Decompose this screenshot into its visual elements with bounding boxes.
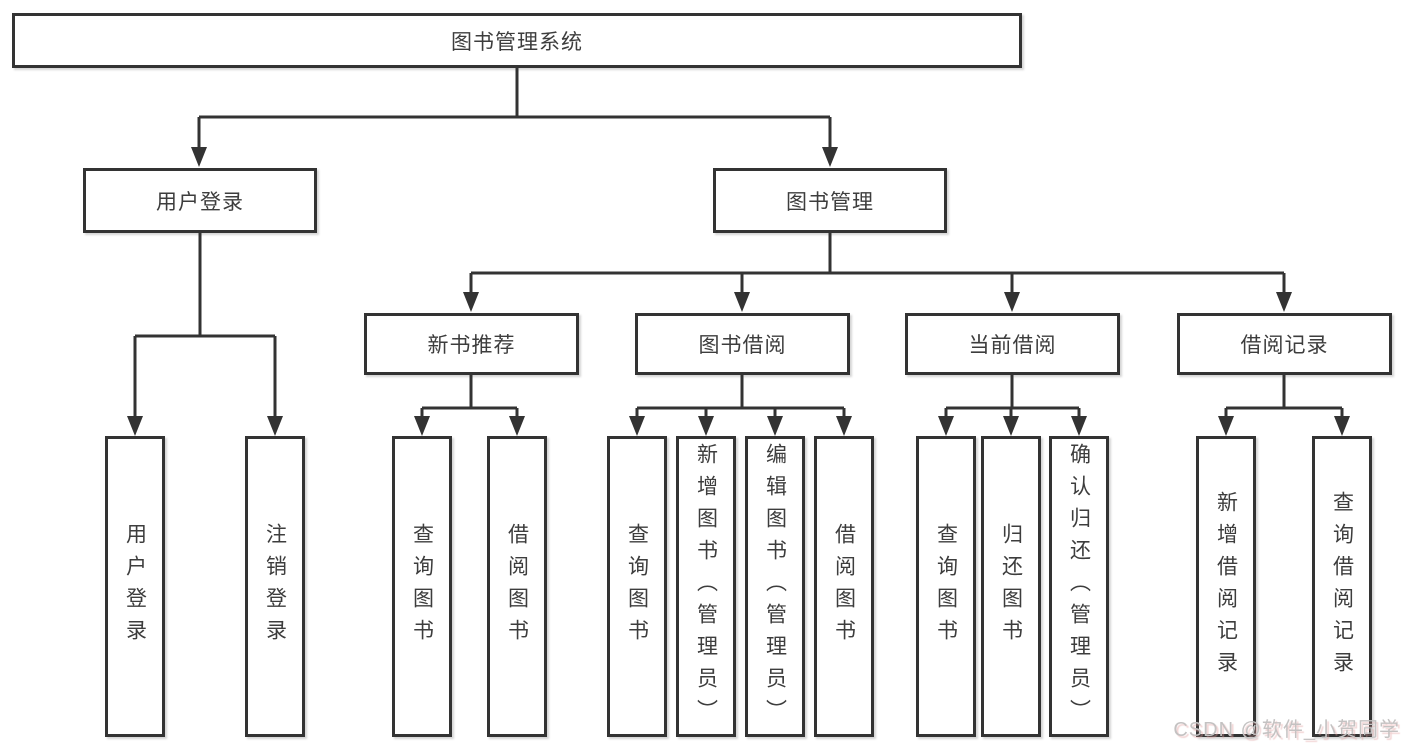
leaf-label: 借阅图书: [832, 522, 856, 651]
node-label: 图书借阅: [698, 334, 787, 357]
leaf-label: 归还图书: [999, 522, 1023, 651]
connector-new-books-group: [414, 375, 525, 436]
node-book-borrowing: 图书借阅: [635, 313, 850, 375]
leaf-user-login: 用户登录: [105, 436, 165, 737]
leaf-edit-book-admin: 编辑图书（管理员）: [745, 436, 805, 737]
node-label: 用户登录: [156, 190, 244, 214]
leaf-label: 编辑图书（管理员）: [763, 442, 787, 731]
connector-current-borrow-group: [938, 375, 1087, 436]
connector-mgmt-to-sections: [463, 233, 1292, 312]
leaf-label: 新增借阅记录: [1214, 490, 1238, 683]
leaf-add-book-admin: 新增图书（管理员）: [676, 436, 736, 737]
csdn-watermark: CSDN @软件_小贺同学: [1173, 719, 1400, 741]
node-label: 当前借阅: [968, 334, 1057, 357]
leaf-label: 用户登录: [123, 522, 147, 651]
leaf-label: 新增图书（管理员）: [694, 442, 718, 731]
connector-borrow-records-group: [1218, 375, 1350, 436]
leaf-confirm-return-admin: 确认归还（管理员）: [1049, 436, 1109, 737]
node-label: 借阅记录: [1240, 334, 1329, 357]
leaf-label: 查询图书: [934, 522, 958, 651]
leaf-return-books: 归还图书: [981, 436, 1041, 737]
leaf-label: 确认归还（管理员）: [1067, 442, 1091, 731]
node-user-login: 用户登录: [83, 168, 317, 233]
node-new-book-recommendation: 新书推荐: [364, 313, 579, 375]
leaf-logout: 注销登录: [245, 436, 305, 737]
node-label: 图书管理: [786, 190, 874, 214]
leaf-label: 查询图书: [410, 522, 434, 651]
node-label: 新书推荐: [427, 334, 516, 357]
leaf-label: 查询图书: [625, 522, 649, 651]
leaf-query-books: 查询图书: [607, 436, 667, 737]
node-label: 图书管理系统: [451, 30, 583, 54]
connector-user-login-group: [127, 233, 283, 436]
leaf-label: 借阅图书: [505, 522, 529, 651]
connector-book-borrow-group: [629, 375, 852, 436]
leaf-label: 注销登录: [263, 522, 287, 651]
leaf-label: 查询借阅记录: [1330, 490, 1354, 683]
node-book-management: 图书管理: [713, 168, 947, 233]
node-library-management-system: 图书管理系统: [12, 13, 1022, 68]
leaf-query-books: 查询图书: [392, 436, 452, 737]
leaf-add-borrow-record: 新增借阅记录: [1196, 436, 1256, 737]
node-current-borrowing: 当前借阅: [905, 313, 1120, 375]
leaf-query-borrow-record: 查询借阅记录: [1312, 436, 1372, 737]
node-borrowing-records: 借阅记录: [1177, 313, 1392, 375]
connector-root-to-level2: [191, 68, 838, 167]
leaf-borrow-books: 借阅图书: [814, 436, 874, 737]
leaf-query-books: 查询图书: [916, 436, 976, 737]
leaf-borrow-books: 借阅图书: [487, 436, 547, 737]
